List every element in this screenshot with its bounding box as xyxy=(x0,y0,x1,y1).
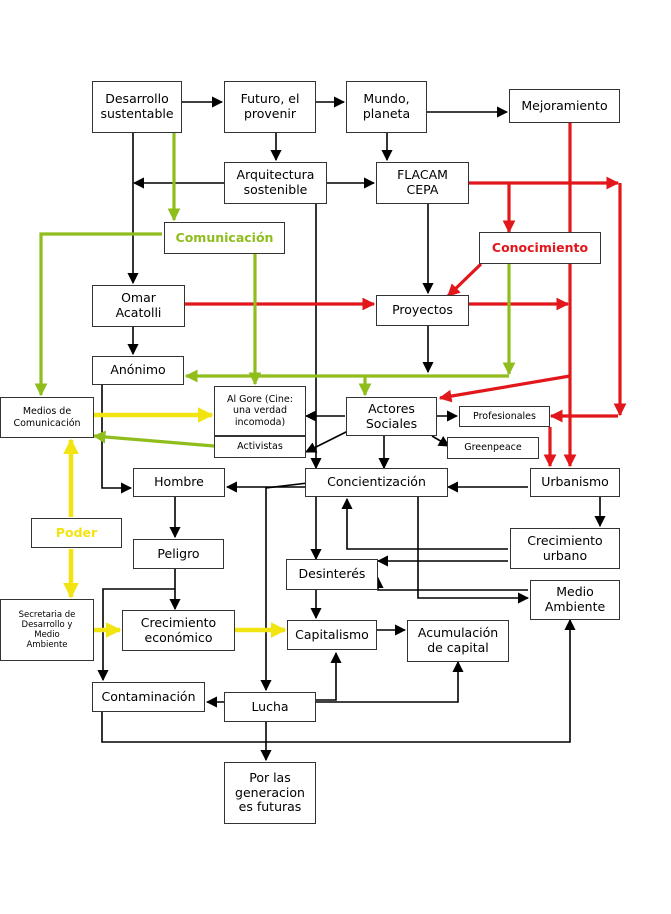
node-comunicacion: Comunicación xyxy=(164,222,285,254)
node-desinteres: Desinterés xyxy=(286,559,378,590)
node-profesionales: Profesionales xyxy=(459,406,550,427)
red-connectors xyxy=(185,123,627,468)
node-generaciones: Por las generacion es futuras xyxy=(224,762,316,824)
edge-activistas-medios xyxy=(92,430,215,448)
node-al-gore: Al Gore (Cine: una verdad incomoda) xyxy=(214,386,306,436)
node-capitalismo: Capitalismo xyxy=(287,620,377,650)
node-urbanismo: Urbanismo xyxy=(530,468,620,497)
node-flacam: FLACAM CEPA xyxy=(376,162,469,204)
node-omar: Omar Acatolli xyxy=(92,285,185,327)
node-greenpeace: Greenpeace xyxy=(447,437,539,459)
edge-urbanismo-actores xyxy=(438,374,571,403)
node-conocimiento: Conocimiento xyxy=(479,232,601,264)
node-activistas: Activistas xyxy=(214,436,306,458)
node-peligro: Peligro xyxy=(133,539,224,569)
green-connectors xyxy=(34,133,516,448)
node-futuro: Futuro, el provenir xyxy=(224,81,316,133)
node-crecimiento-economico: Crecimiento económico xyxy=(122,610,235,651)
edge-actores-activistas xyxy=(304,429,351,453)
node-mejoramiento: Mejoramiento xyxy=(509,89,620,123)
node-anonimo: Anónimo xyxy=(92,356,184,385)
edge-bottom-medioambiente xyxy=(101,618,576,743)
black-connectors xyxy=(97,96,606,762)
edge-lucha-capitalismo xyxy=(316,651,342,701)
node-mundo: Mundo, planeta xyxy=(346,81,427,133)
node-contaminacion: Contaminación xyxy=(92,682,205,712)
edge-peligro-contaminacion xyxy=(97,588,175,682)
node-poder: Poder xyxy=(31,518,122,548)
edge-crecurbano-concientizacion xyxy=(341,497,508,550)
edge-anonimo-hombre xyxy=(101,382,133,494)
node-lucha: Lucha xyxy=(224,692,316,722)
node-medio-ambiente: Medio Ambiente xyxy=(530,580,620,620)
node-medios: Medios de Comunicación xyxy=(0,397,94,438)
node-proyectos: Proyectos xyxy=(376,295,469,326)
edge-lucha-acumulacion xyxy=(316,660,464,703)
node-concientizacion: Concientización xyxy=(305,468,448,497)
edge-actores-greenpeace xyxy=(431,435,450,447)
node-secretaria: Secretaria de Desarrollo y Medio Ambient… xyxy=(0,599,94,661)
node-arquitectura: Arquitectura sostenible xyxy=(224,162,327,204)
edge-concientizacion-medioambiente xyxy=(417,497,530,604)
node-desarrollo-sustentable: Desarrollo sustentable xyxy=(92,81,182,133)
yellow-connectors xyxy=(63,407,287,638)
node-hombre: Hombre xyxy=(133,468,225,497)
edge-comunicacion-medios xyxy=(34,232,162,397)
edge-medioambiente-desinteres xyxy=(372,576,528,591)
node-actores-sociales: Actores Sociales xyxy=(346,397,437,436)
node-crecimiento-urbano: Crecimiento urbano xyxy=(510,528,620,569)
node-acumulacion: Acumulación de capital xyxy=(407,620,509,662)
edge-conocimiento-proyectos xyxy=(446,262,483,298)
